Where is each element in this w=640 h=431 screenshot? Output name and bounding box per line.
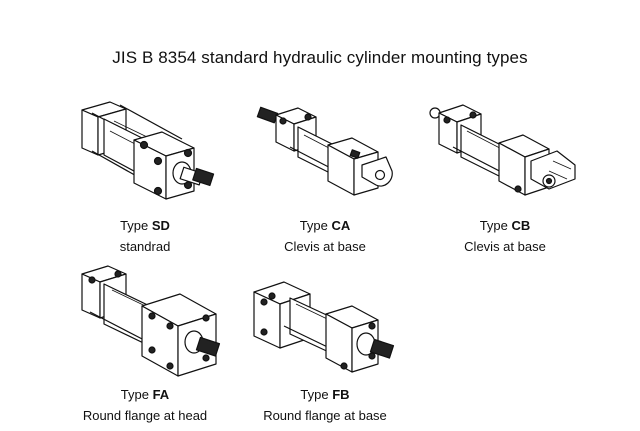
mount-type-ca: Type CA Clevis at base xyxy=(250,95,400,254)
diagram-title: JIS B 8354 standard hydraulic cylinder m… xyxy=(112,48,528,67)
type-label-fa: Type FA Round flange at head xyxy=(82,387,208,423)
type-label-fb: Type FB Round flange at base xyxy=(263,387,387,423)
cylinder-fa-icon xyxy=(81,265,221,377)
type-label-cb: Type CB Clevis at base xyxy=(464,218,546,254)
type-label-sd: Type SD standrad xyxy=(119,218,171,254)
cylinder-cb-icon xyxy=(429,104,576,196)
mount-type-sd: Type SD standrad xyxy=(70,95,220,254)
cylinder-ca-icon xyxy=(256,106,393,196)
mount-type-fa: Type FA Round flange at head xyxy=(70,262,230,423)
cylinder-fb-icon xyxy=(253,281,395,373)
mount-type-fb: Type FB Round flange at base xyxy=(250,262,410,423)
mount-type-cb: Type CB Clevis at base xyxy=(425,95,585,254)
type-label-ca: Type CA Clevis at base xyxy=(284,218,366,254)
cylinder-sd-icon xyxy=(81,101,215,200)
